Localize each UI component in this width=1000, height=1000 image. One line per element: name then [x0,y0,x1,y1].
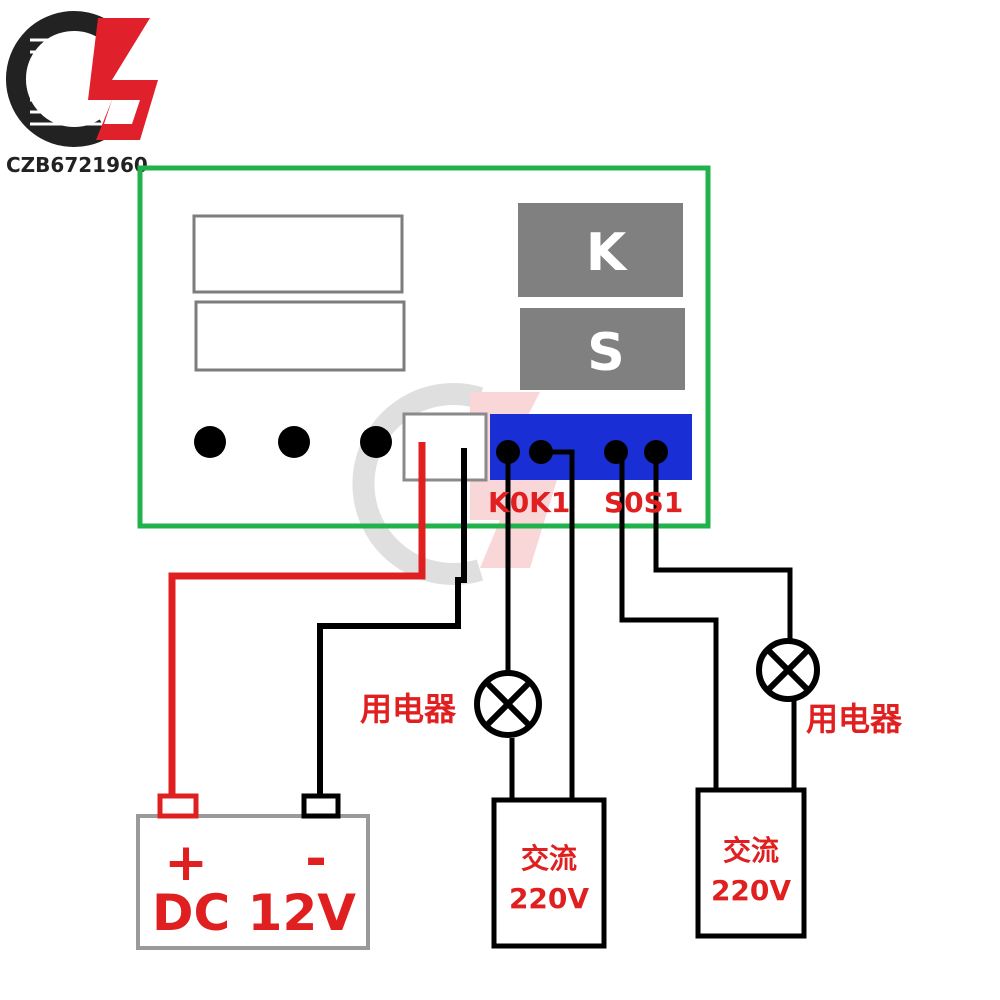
terminal-s0[interactable] [604,440,628,464]
ac-source-1: 交流 220V [491,797,607,949]
mounting-hole [278,426,310,458]
k-button[interactable] [518,203,683,297]
display-top [192,214,404,294]
load-lamp-2 [756,638,820,702]
ac-source-1-line2: 220V [509,882,589,915]
load-label-2: 用电器 [806,700,903,738]
brand-logo: CZB6721960 [5,11,158,177]
terminal-label-k0k1: K0K1 [488,486,570,519]
logo-icon [5,11,158,147]
s-button-label: S [587,323,624,383]
logo-text: CZB6721960 [6,153,148,177]
mounting-hole [360,426,392,458]
ac-source-2: 交流 220V [695,787,807,939]
terminal-k0[interactable] [496,440,520,464]
ac-source-2-line2: 220V [711,874,791,907]
display-bottom [194,300,406,372]
battery-negative-terminal [301,793,341,819]
power-connector [402,412,488,482]
battery: + - DC 12V [136,793,370,950]
battery-body [136,814,370,950]
terminal-k1[interactable] [529,440,553,464]
negative-wire [317,448,467,798]
k-button-label: K [586,223,628,283]
s1-wire [653,452,793,640]
load-label-1: 用电器 [360,690,457,728]
terminal-label-s0s1: S0S1 [604,486,683,519]
s-button[interactable] [520,308,685,390]
ac-source-2-line1: 交流 [723,834,779,867]
battery-voltage-label: DC 12V [152,884,356,942]
battery-minus-label: - [305,829,327,889]
terminal-holes [496,440,668,464]
battery-plus-label: + [164,833,208,893]
load-lamp-1 [474,670,542,738]
positive-wire [168,442,426,800]
battery-positive-terminal [157,793,199,819]
mounting-hole [194,426,226,458]
ac-source-1-line1: 交流 [521,842,577,875]
terminal-s1[interactable] [644,440,668,464]
